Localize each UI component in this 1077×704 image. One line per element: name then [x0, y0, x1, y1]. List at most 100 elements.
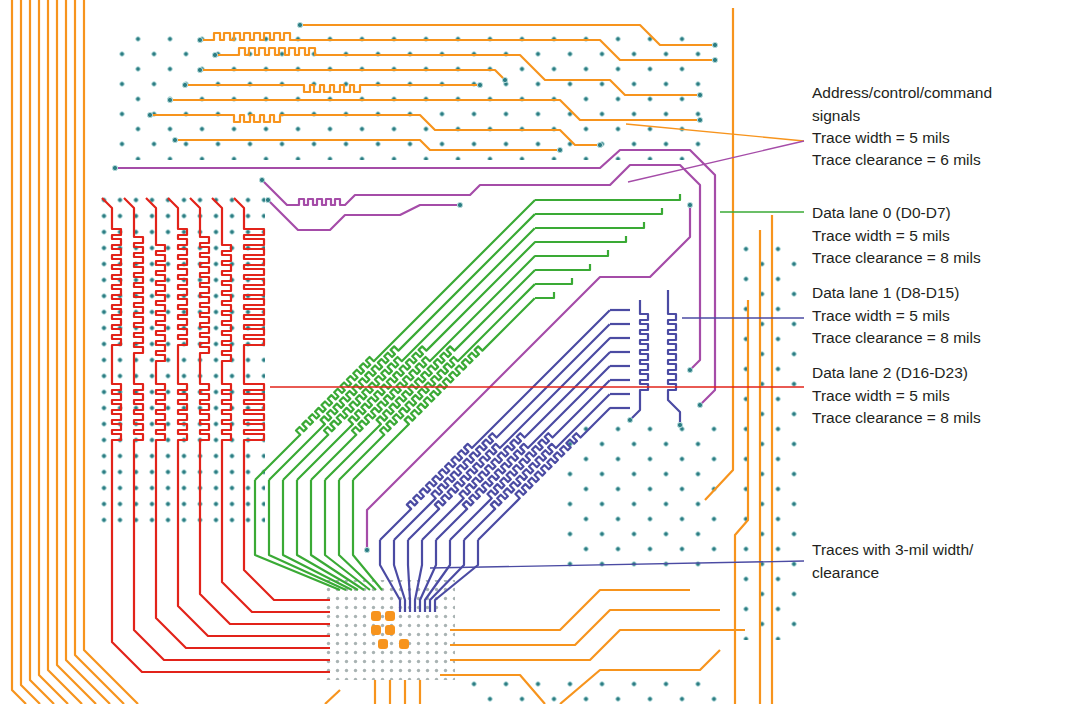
- data-lane-1-traces: [435, 540, 478, 612]
- data-lane-1-traces: [425, 540, 450, 612]
- callout-text: Trace width = 5 mils: [812, 305, 1042, 328]
- data-lane-1-traces: [610, 309, 630, 311]
- callout-text: Trace clearance = 6 mils: [812, 149, 1042, 172]
- data-lane-1-traces: [404, 334, 610, 540]
- via: [197, 67, 202, 72]
- via: [502, 77, 507, 82]
- orange-traces: [399, 639, 409, 649]
- via: [197, 37, 202, 42]
- control-traces: [268, 200, 460, 230]
- orange-traces: [389, 680, 391, 704]
- callout-text: Trace width = 5 mils: [812, 385, 1042, 408]
- data-lane-0-traces: [283, 480, 352, 590]
- via: [687, 202, 692, 207]
- data-lane-1-traces: [474, 404, 610, 540]
- orange-traces: [39, 0, 68, 704]
- callout-text: Trace clearance = 8 mils: [812, 327, 1042, 350]
- data-lane-0-traces: [353, 480, 382, 590]
- data-lane-0-traces: [339, 480, 376, 590]
- control-traces: [367, 205, 690, 550]
- callout-text: Data lane 1 (D8-D15): [812, 282, 1042, 305]
- leader-line: [270, 124, 804, 568]
- via: [147, 112, 152, 117]
- data-lane-0-traces: [535, 194, 680, 200]
- orange-traces: [419, 680, 421, 704]
- callout-text: Trace clearance = 8 mils: [812, 247, 1042, 270]
- data-lane-1-traces: [460, 390, 610, 540]
- via: [597, 142, 602, 147]
- data-lane-1-traces: [390, 320, 610, 540]
- leader-line: [626, 124, 804, 141]
- via: [477, 82, 482, 87]
- data-lane-0-traces: [265, 210, 535, 480]
- orange-traces: [325, 690, 340, 704]
- data-lane-1-traces: [668, 290, 680, 425]
- via: [697, 402, 702, 407]
- orange-traces: [771, 215, 773, 704]
- data-lane-0-traces: [279, 224, 535, 480]
- data-lane-0-traces: [265, 210, 535, 480]
- data-lane-1-traces: [390, 320, 610, 540]
- via: [259, 177, 264, 182]
- orange-traces: [374, 680, 376, 704]
- data-lane-2-traces: [146, 198, 330, 648]
- via: [182, 82, 187, 87]
- callout-text: Address/control/command signals: [812, 82, 1022, 127]
- via-field: [470, 680, 720, 704]
- leader-line: [628, 141, 804, 182]
- data-lane-2-traces: [212, 198, 330, 612]
- orange-traces: [378, 639, 388, 649]
- data-lane-2-traces: [102, 198, 330, 672]
- data-lane-0-traces: [535, 236, 626, 242]
- data-lane-1-traces: [376, 306, 610, 540]
- address-traces: [185, 85, 480, 92]
- data-lane-0-traces: [251, 196, 535, 480]
- orange-traces: [66, 0, 110, 704]
- via: [364, 547, 369, 552]
- leader-line: [270, 386, 804, 387]
- orange-traces: [735, 300, 748, 704]
- via: [265, 197, 270, 202]
- data-lane-1-traces: [418, 348, 610, 540]
- data-lane-0-traces: [535, 222, 644, 228]
- data-lane-2-traces: [168, 198, 330, 636]
- data-lane-0-traces: [251, 194, 680, 590]
- data-lane-1-traces: [610, 351, 630, 353]
- callout-text: Data lane 0 (D0-D7): [812, 202, 1042, 225]
- data-lane-0-traces: [535, 292, 554, 298]
- address-traces: [200, 70, 505, 80]
- leader-line: [682, 317, 804, 318]
- data-lane-1-traces: [610, 337, 630, 339]
- data-lane-1-traces: [418, 348, 610, 540]
- leader-line: [430, 561, 804, 568]
- orange-traces: [450, 630, 745, 660]
- orange-traces: [371, 625, 381, 635]
- data-lane-1-traces: [446, 376, 610, 540]
- data-lane-1-traces: [420, 540, 436, 612]
- data-lane-0-traces: [251, 196, 535, 480]
- data-lane-0-traces: [535, 278, 572, 284]
- data-lane-1-traces: [610, 407, 630, 409]
- data-lane-0-traces: [535, 208, 662, 214]
- callout-text: Trace width = 5 mils: [812, 225, 1042, 248]
- data-lane-1-traces: [610, 393, 630, 395]
- data-lane-1-traces: [610, 379, 630, 381]
- data-lane-0-traces: [311, 480, 364, 590]
- orange-traces: [12, 0, 26, 704]
- via: [557, 147, 562, 152]
- callout-text: Trace width = 5 mils: [812, 127, 1042, 150]
- data-lane-0-traces: [535, 250, 608, 256]
- orange-traces: [57, 0, 96, 704]
- data-lane-2-traces: [102, 198, 330, 672]
- orange-traces: [705, 8, 733, 500]
- via: [167, 97, 172, 102]
- orange-traces: [560, 650, 720, 704]
- orange-traces: [440, 675, 545, 704]
- data-lane-1-traces: [404, 334, 610, 540]
- orange-traces: [12, 0, 772, 704]
- orange-traces: [30, 0, 54, 704]
- via: [627, 417, 632, 422]
- callout-text: Traces with 3-mil width/ clearance: [812, 539, 1012, 584]
